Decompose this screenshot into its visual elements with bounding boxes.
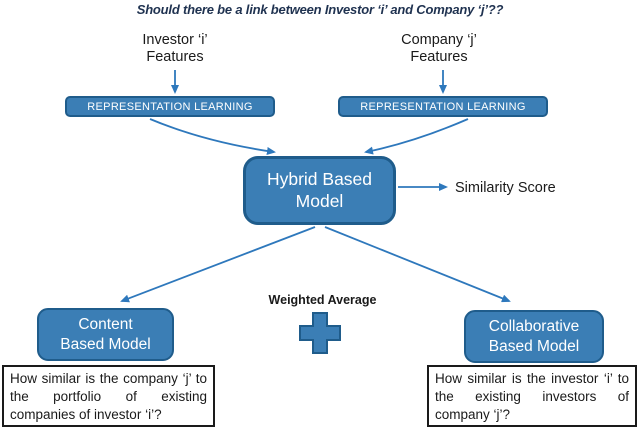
investor-features-line2: Features [146,49,204,66]
hybrid-model-line1: Hybrid Based [266,168,373,189]
collaborative-question-box: How similar is the investor ‘i’ to the e… [427,365,637,427]
company-features-line2: Features [410,49,468,66]
hybrid-model-box: Hybrid Based Model [243,156,396,225]
representation-learning-box-right: REPRESENTATION LEARNING [338,96,548,117]
content-question-box: How similar is the company ‘j’ to the po… [2,365,215,427]
hybrid-model-line2: Model [295,190,344,211]
content-model-box: Content Based Model [37,308,174,361]
representation-learning-label-left: REPRESENTATION LEARNING [87,100,253,113]
diagram-title: Should there be a link between Investor … [136,2,504,17]
representation-learning-box-left: REPRESENTATION LEARNING [65,96,275,117]
collaborative-model-box: Collaborative Based Model [464,310,604,363]
investor-features-line1: Investor ‘i’ [142,32,208,48]
representation-learning-label-right: REPRESENTATION LEARNING [360,100,526,113]
similarity-score-label: Similarity Score [455,180,556,196]
company-features-line1: Company ‘j’ [401,32,477,48]
collaborative-model-line1: Collaborative [488,318,580,336]
investor-features-label: Investor ‘i’ Features [110,32,240,67]
weighted-average-label: Weighted Average [268,293,377,307]
content-model-line1: Content [78,316,133,334]
content-model-line2: Based Model [60,335,151,353]
collaborative-model-line2: Based Model [488,337,580,355]
company-features-label: Company ‘j’ Features [374,32,504,67]
